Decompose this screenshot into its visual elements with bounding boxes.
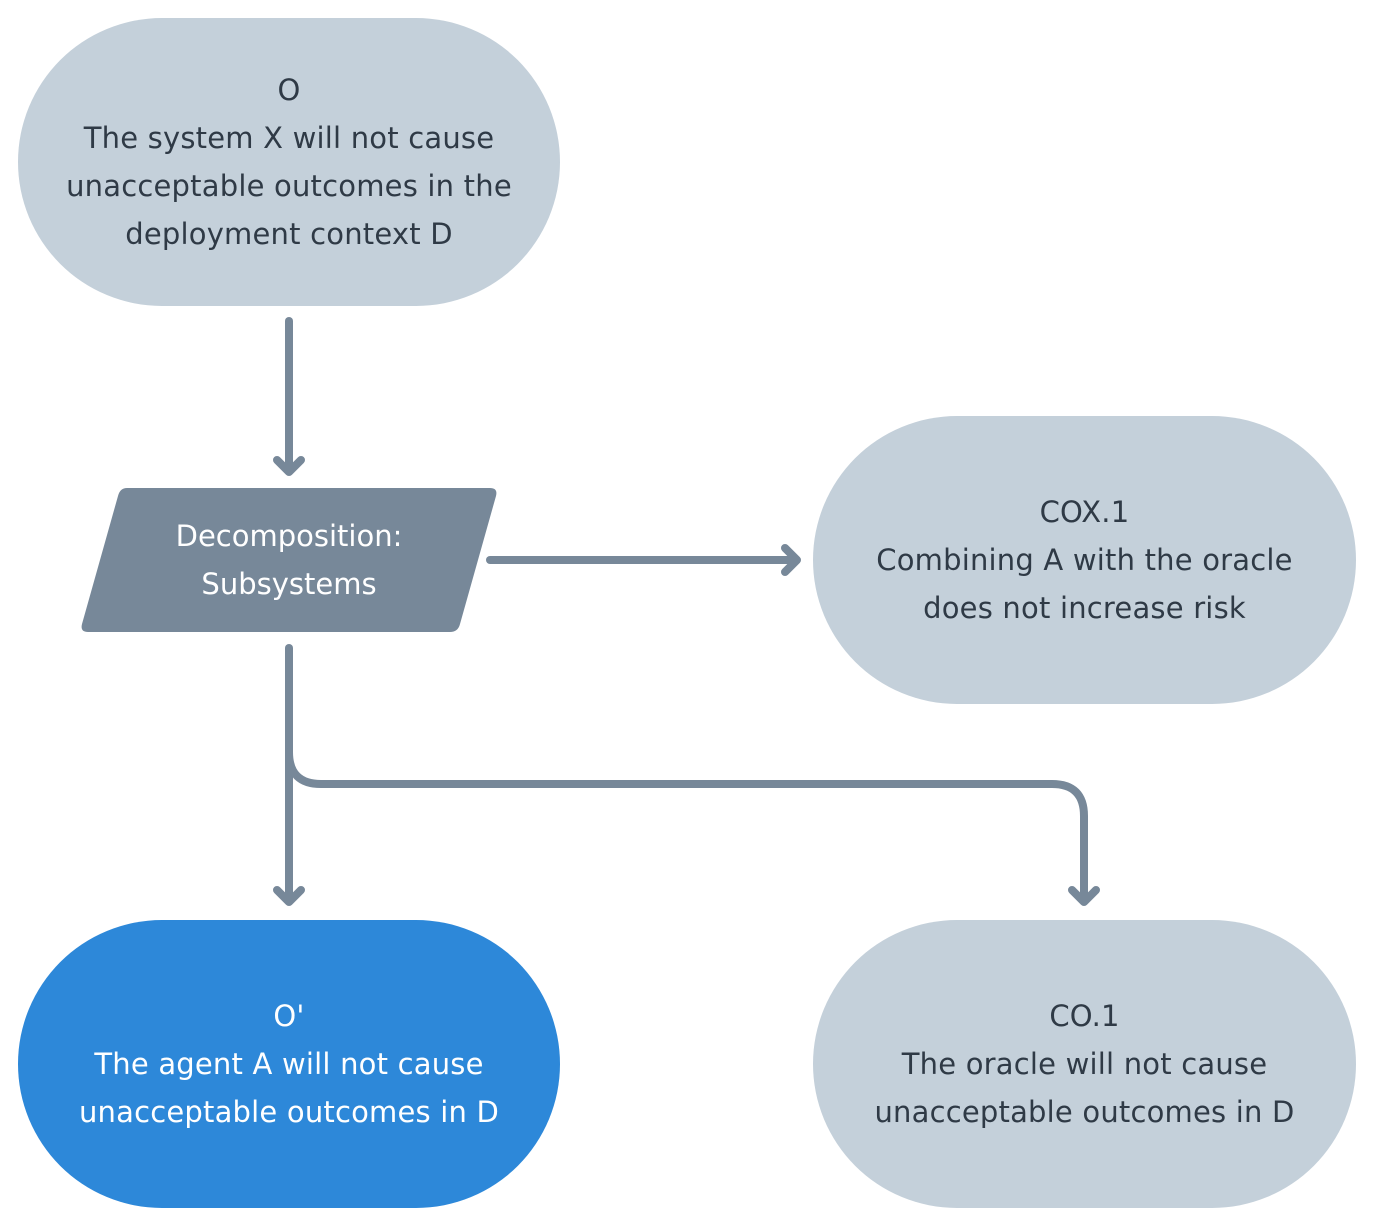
node-text-line: deployment context D (125, 217, 453, 251)
node-id: O' (273, 999, 305, 1033)
arrowhead (781, 544, 801, 576)
edge-strategy-to-oprime (273, 644, 305, 906)
strategy-node-decomposition: Decomposition: Subsystems (80, 488, 498, 632)
edge-path (285, 748, 1088, 902)
strategy-node-shape (81, 488, 497, 632)
node-text-line: unacceptable outcomes in the (66, 169, 512, 203)
node-text-line: does not increase risk (923, 591, 1246, 625)
node-text-line: The system X will not cause (83, 121, 495, 155)
arrowhead (273, 886, 305, 906)
edge-root-to-strategy (273, 317, 305, 476)
node-text-line: unacceptable outcomes in D (874, 1095, 1295, 1129)
node-id: O (277, 73, 301, 107)
node-text-line: Combining A with the oracle (876, 543, 1293, 577)
strategy-text-line: Subsystems (201, 567, 377, 601)
context-node-cox1: COX.1 Combining A with the oracle does n… (813, 416, 1356, 704)
node-id: CO.1 (1049, 999, 1120, 1033)
node-text-line: The oracle will not cause (901, 1047, 1268, 1081)
edge-strategy-to-co1 (285, 748, 1100, 906)
arrowhead (1068, 886, 1100, 906)
node-id: COX.1 (1039, 495, 1130, 529)
parallelogram-shape (81, 488, 497, 632)
node-text-line: unacceptable outcomes in D (78, 1095, 500, 1129)
node-text-line: The agent A will not cause (94, 1047, 484, 1081)
edge-strategy-to-cox1 (486, 544, 801, 576)
arrowhead (273, 456, 305, 476)
goal-node-o: O The system X will not cause unacceptab… (18, 18, 560, 306)
goal-node-co1: CO.1 The oracle will not cause unaccepta… (813, 920, 1356, 1208)
strategy-text-line: Decomposition: (175, 519, 403, 553)
goal-node-oprime: O' The agent A will not cause unacceptab… (18, 920, 560, 1208)
